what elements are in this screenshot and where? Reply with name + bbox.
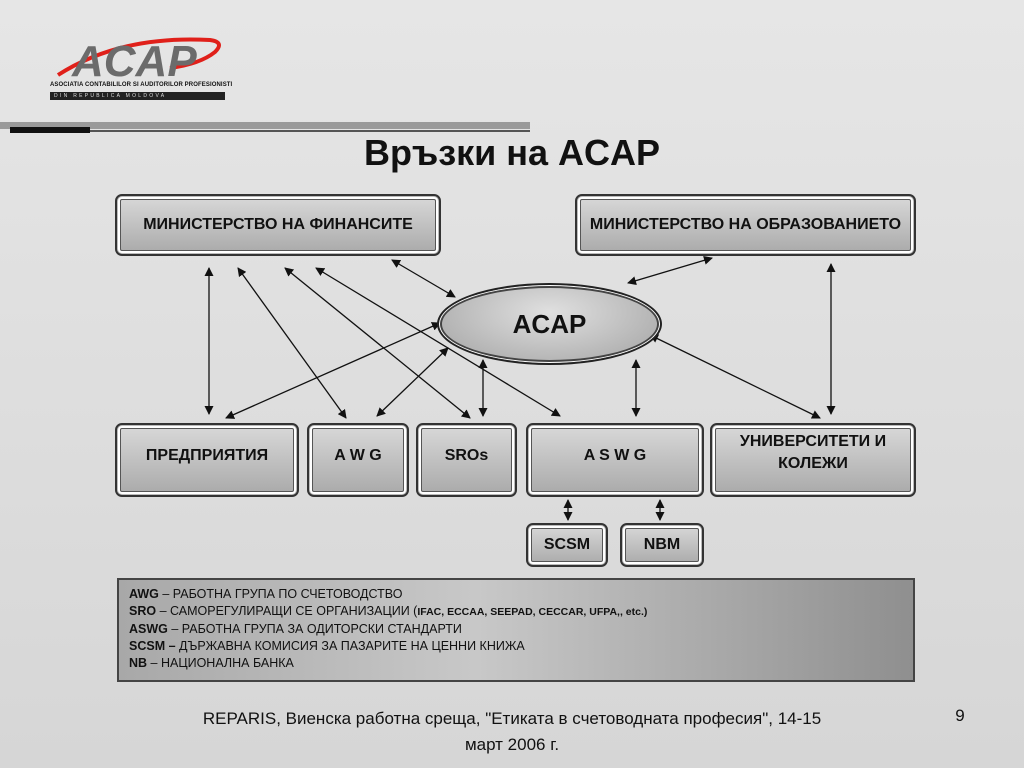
legend-abbr: SCSM –	[129, 639, 176, 653]
legend-text: РАБОТНА ГРУПА ПО СЧЕТОВОДСТВО	[172, 587, 403, 601]
legend-abbr: ASWG	[129, 622, 168, 636]
header-rule	[0, 122, 530, 129]
arrow-mf-sros	[284, 267, 471, 419]
node-universities: УНИВЕРСИТЕТИ И КОЛЕЖИ	[710, 423, 916, 497]
legend-sep: –	[156, 604, 170, 618]
legend-item-aswg: ASWG – РАБОТНА ГРУПА ЗА ОДИТОРСКИ СТАНДА…	[129, 621, 903, 638]
legend-abbr: AWG	[129, 587, 159, 601]
legend-text: НАЦИОНАЛНА БАНКА	[160, 656, 294, 670]
legend-abbr: NB	[129, 656, 148, 670]
arrow-me-acap	[627, 255, 713, 286]
node-ministry-finance: МИНИСТЕРСТВО НА ФИНАНСИТЕ	[115, 194, 441, 256]
legend-sep: –	[158, 587, 173, 601]
arrow-acap-awg	[376, 347, 449, 417]
logo-subtitle: ASOCIATIA CONTABILILOR SI AUDITORILOR PR…	[50, 82, 233, 88]
legend-extra: IFAC, ECCAA, SEEPAD, CECCAR, UFPA,, etc.…	[417, 606, 648, 618]
node-sros: SROs	[416, 423, 517, 497]
arrow-mf-awg	[237, 267, 347, 419]
legend-item-awg: AWG – РАБОТНА ГРУПА ПО СЧЕТОВОДСТВО	[129, 586, 903, 603]
legend-text: РАБОТНА ГРУПА ЗА ОДИТОРСКИ СТАНДАРТИ	[181, 622, 462, 636]
legend-text: ДЪРЖАВНА КОМИСИЯ ЗА ПАЗАРИТЕ НА ЦЕННИ КН…	[179, 639, 525, 653]
page-title: Връзки на ACAP	[363, 132, 661, 173]
node-awg: A W G	[307, 423, 409, 497]
acap-logo-text: ACAP	[71, 37, 197, 82]
node-scsm: SCSM	[526, 523, 608, 567]
legend-sep: –	[147, 656, 161, 670]
legend-abbr: SRO	[129, 604, 157, 618]
legend-item-sro: SRO – САМОРЕГУЛИРАЩИ СЕ ОРГАНИЗАЦИИ (IFA…	[129, 603, 903, 621]
logo-subtitle-2: DIN REPUBLICA MOLDOVA	[50, 92, 225, 100]
arrow-acap-universities	[649, 334, 821, 419]
node-nbm: NBM	[620, 523, 704, 567]
arrow-acap-enterprises	[225, 322, 441, 419]
footer-text: REPARIS, Виенска работна среща, "Етиката…	[202, 709, 822, 754]
legend-text: САМОРЕГУЛИРАЩИ СЕ ОРГАНИЗАЦИИ (	[170, 604, 418, 618]
acap-logo-mark: ACAP	[56, 37, 221, 86]
acap-logo: ACAP ASOCIATIA CONTABILILOR SI AUDITORIL…	[50, 30, 240, 102]
header-rule-line	[90, 130, 530, 132]
node-acap: ACAP	[437, 283, 662, 365]
node-enterprises: ПРЕДПРИЯТИЯ	[115, 423, 299, 497]
node-aswg: A S W G	[526, 423, 704, 497]
legend-item-nb: NB – НАЦИОНАЛНА БАНКА	[129, 655, 903, 672]
legend-sep: –	[167, 622, 182, 636]
arrow-mf-acap	[391, 259, 456, 298]
page-number: 9	[955, 706, 965, 725]
legend-item-scsm: SCSM – ДЪРЖАВНА КОМИСИЯ ЗА ПАЗАРИТЕ НА Ц…	[129, 638, 903, 655]
header-rule-accent	[10, 127, 90, 133]
node-ministry-education: МИНИСТЕРСТВО НА ОБРАЗОВАНИЕТО	[575, 194, 916, 256]
legend: AWG – РАБОТНА ГРУПА ПО СЧЕТОВОДСТВО SRO …	[117, 578, 915, 682]
